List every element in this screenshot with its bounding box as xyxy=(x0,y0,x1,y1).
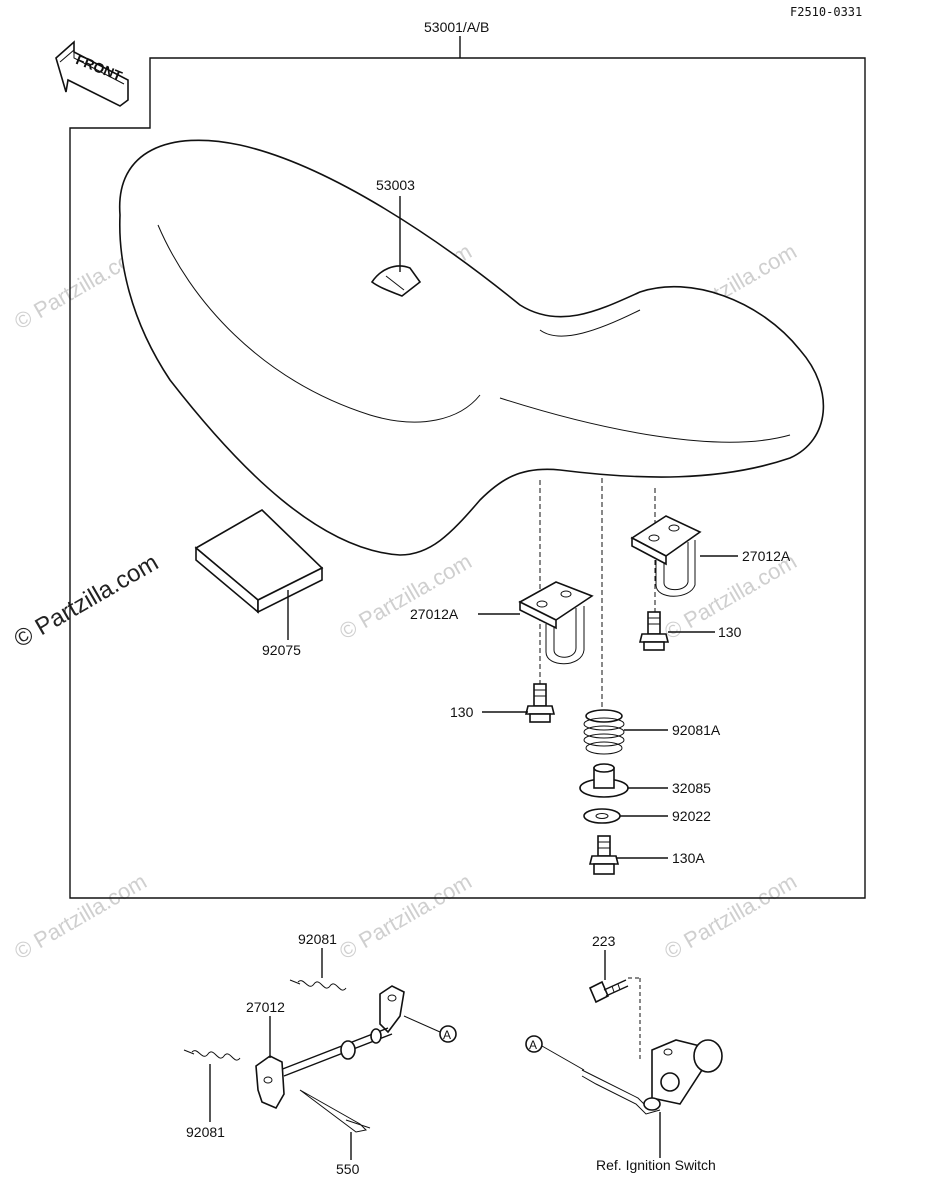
label-bracket-left: 27012A xyxy=(410,606,459,622)
label-spring: 92081A xyxy=(672,722,721,738)
label-pad: 92075 xyxy=(262,642,301,658)
label-pin: 550 xyxy=(336,1161,360,1177)
label-bolt-bottom: 130A xyxy=(672,850,705,866)
label-washer: 92022 xyxy=(672,808,711,824)
bracket-left xyxy=(518,581,594,665)
watermark: © Partzilla.com xyxy=(335,869,476,965)
label-damper: 32085 xyxy=(672,780,711,796)
ref-a-left: A xyxy=(443,1028,451,1042)
seat xyxy=(118,139,825,556)
watermark: © Partzilla.com xyxy=(335,549,476,645)
label-bolt-right: 130 xyxy=(718,624,742,640)
bolt-right xyxy=(638,611,670,651)
label-strap: 53003 xyxy=(376,177,415,193)
ignition-switch xyxy=(581,1039,723,1115)
spring-92081A xyxy=(583,709,625,755)
label-ignition-ref: Ref. Ignition Switch xyxy=(596,1157,716,1173)
lock-lever-assembly xyxy=(183,979,405,1133)
damper-32085 xyxy=(579,763,629,798)
ref-a-left-marker xyxy=(439,1025,457,1043)
label-seat-assembly: 53001/A/B xyxy=(424,19,489,35)
watermark: © Partzilla.com xyxy=(10,869,151,965)
leader-line xyxy=(541,1045,585,1071)
bolt-bottom xyxy=(588,835,620,875)
bolt-left xyxy=(524,683,556,723)
kit-outline xyxy=(69,57,866,899)
watermark: © Partzilla.com xyxy=(660,869,801,965)
label-bracket-right: 27012A xyxy=(742,548,791,564)
watermark-primary: © Partzilla.com xyxy=(10,549,164,653)
label-bolt-left: 130 xyxy=(450,704,474,720)
bracket-right xyxy=(630,515,702,597)
pad-92075 xyxy=(194,509,324,614)
label-lock-lever: 27012 xyxy=(246,999,285,1015)
ref-a-right: A xyxy=(529,1038,537,1052)
ref-a-right-marker xyxy=(525,1035,543,1053)
diagram-code: F2510-0331 xyxy=(790,5,862,19)
leader-line xyxy=(403,1015,441,1033)
screw-223 xyxy=(588,979,629,1004)
washer-92022 xyxy=(583,808,621,824)
front-arrow-icon: FRONT xyxy=(55,40,129,107)
label-spring-top: 92081 xyxy=(298,931,337,947)
label-spring-bottom: 92081 xyxy=(186,1124,225,1140)
label-screw: 223 xyxy=(592,933,616,949)
